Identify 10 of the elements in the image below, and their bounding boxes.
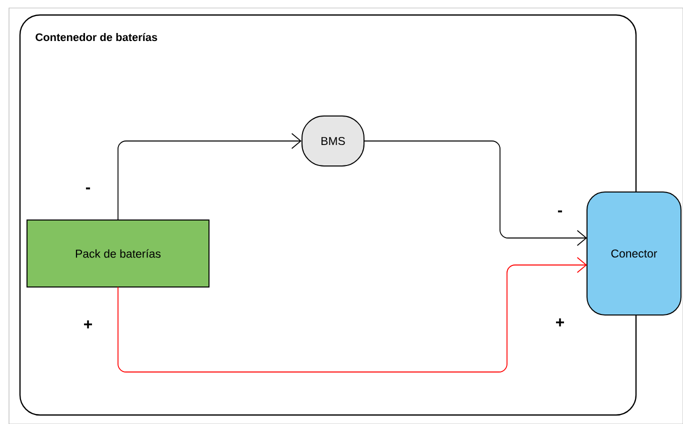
polarity-sign: + [84, 320, 92, 328]
process-box: BMS [302, 116, 364, 166]
polarity-sign: - [558, 210, 562, 212]
polarity-sign: + [556, 318, 564, 326]
polarity-sign: - [86, 187, 90, 190]
arrow [364, 140, 587, 246]
connector-box: Conector [586, 192, 682, 316]
arrow [118, 133, 302, 220]
process-box: Pack de baterías [26, 220, 210, 288]
arrow [118, 257, 587, 372]
